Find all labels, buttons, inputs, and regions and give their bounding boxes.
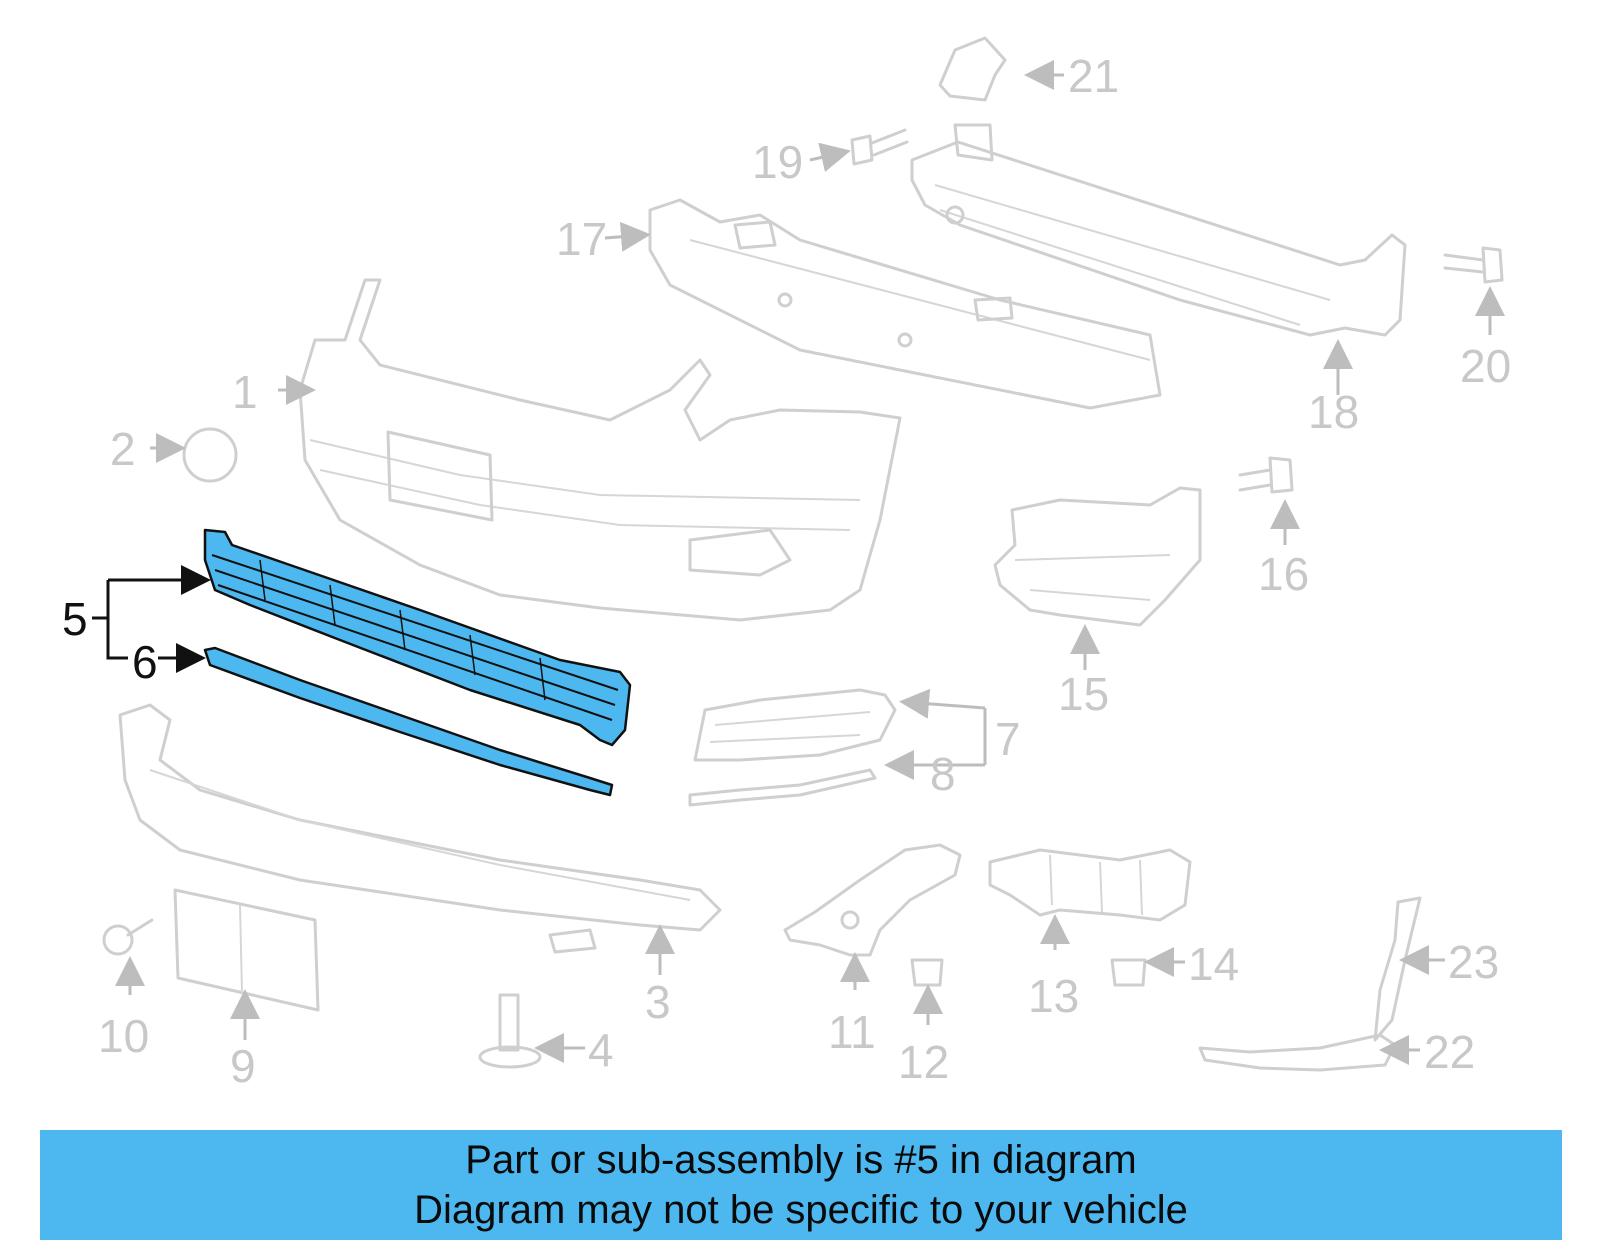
part-15-bracket	[993, 486, 1202, 627]
part-16-bolt	[1238, 456, 1294, 494]
part-6-trim-strip	[203, 646, 614, 797]
part-17-absorber	[648, 198, 1162, 410]
part-3-spoiler	[118, 703, 722, 954]
callout-4: 4	[588, 1024, 614, 1076]
part-8-strip	[688, 768, 877, 807]
callout-6: 6	[132, 636, 158, 688]
callout-9: 9	[230, 1040, 256, 1092]
part-4-screw	[478, 993, 542, 1069]
part-14-nut	[1110, 958, 1147, 987]
part-10-pushpin	[102, 918, 154, 956]
part-19-bolt	[850, 128, 909, 166]
part-13-bracket	[988, 848, 1192, 922]
part-5-grille	[203, 528, 632, 747]
callout-20: 20	[1460, 340, 1511, 392]
callout-23: 23	[1448, 936, 1499, 988]
callout-2: 2	[110, 423, 136, 475]
callout-19: 19	[752, 136, 803, 188]
part-7-bezel	[693, 688, 897, 762]
callout-17: 17	[556, 213, 607, 265]
callout-11: 11	[828, 1006, 876, 1058]
callout-8: 8	[930, 748, 956, 800]
part-2-cap	[182, 427, 238, 483]
leader-lines	[92, 60, 1505, 1065]
part-12-nut	[910, 958, 944, 987]
part-1-bumper-cover	[298, 278, 902, 622]
callout-1: 1	[232, 366, 258, 418]
callout-13: 13	[1028, 970, 1079, 1022]
callout-3: 3	[645, 976, 671, 1028]
part-11-bracket	[783, 843, 962, 957]
callout-14: 14	[1188, 938, 1239, 990]
callout-16: 16	[1258, 548, 1309, 600]
callout-12: 12	[898, 1036, 949, 1088]
part-18-reinforcement	[910, 123, 1407, 337]
callout-5: 5	[62, 593, 88, 645]
info-banner: Part or sub-assembly is #5 in diagram Di…	[40, 1130, 1562, 1240]
callout-10: 10	[98, 1010, 149, 1062]
part-22-trim	[1198, 1033, 1397, 1072]
part-9-plate-bracket	[173, 888, 320, 1012]
callout-7: 7	[995, 713, 1021, 765]
callout-21: 21	[1068, 50, 1119, 102]
callout-18: 18	[1308, 386, 1359, 438]
callout-22: 22	[1424, 1026, 1475, 1078]
banner-line-2: Diagram may not be specific to your vehi…	[414, 1188, 1188, 1232]
part-23-trim	[1373, 896, 1422, 1042]
banner-line-1: Part or sub-assembly is #5 in diagram	[465, 1138, 1137, 1182]
callout-15: 15	[1058, 668, 1109, 720]
part-20-bolt	[1443, 246, 1504, 284]
part-21-bracket	[938, 36, 1007, 102]
